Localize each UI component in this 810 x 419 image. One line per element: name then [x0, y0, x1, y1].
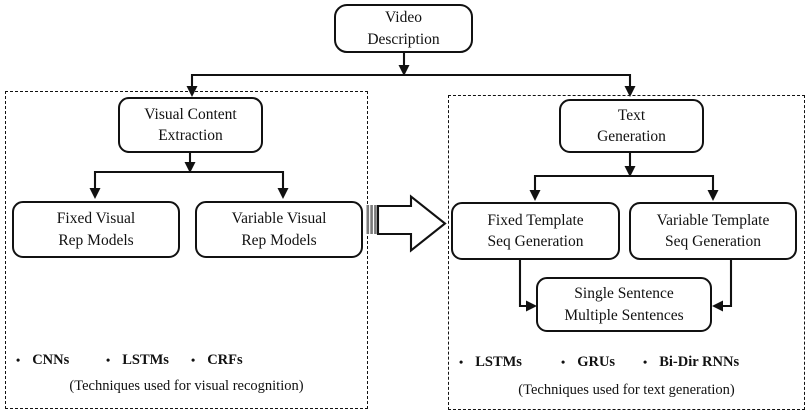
arrowhead-variable-template	[707, 190, 719, 201]
node-label-line: Generation	[597, 128, 666, 145]
panel-visual-content-extraction: • CNNs • LSTMs • CRFs (Techniques used f…	[5, 91, 368, 409]
arrowhead-fixed-template	[529, 190, 541, 201]
node-label-line: Fixed Template	[487, 211, 584, 229]
arrowhead-variable-visual	[277, 188, 289, 199]
arrowhead-vce-split	[184, 162, 196, 173]
node-label-line: Video	[385, 9, 422, 27]
node-label-line: Rep Models	[241, 231, 317, 249]
node-label-line: Variable Template	[656, 211, 770, 229]
bullet-icon: •	[459, 355, 464, 369]
technique-item-crfs: • CRFs	[191, 352, 243, 369]
node-label-line: Visual Content	[144, 105, 237, 123]
technique-item-cnns: • CNNs	[16, 352, 69, 369]
arrowhead-left-panel	[186, 86, 198, 97]
node-label-line: Extraction	[158, 127, 223, 144]
arrowhead-fixed-visual	[89, 188, 101, 199]
technique-item-grus: • GRUs	[561, 354, 615, 371]
bullet-icon: •	[16, 353, 21, 367]
node-visual-content-extraction: Visual Content Extraction	[118, 97, 263, 153]
node-variable-template-seq-generation: Variable Template Seq Generation	[629, 202, 797, 260]
panel-text-generation: • LSTMs • GRUs • Bi-Dir RNNs (Techniques…	[448, 95, 805, 410]
arrowheads	[89, 65, 723, 312]
technique-item-lstms: • LSTMs	[106, 352, 169, 369]
technique-label: GRUs	[577, 354, 616, 370]
right-panel-caption: (Techniques used for text generation)	[518, 382, 735, 398]
node-label-line: Description	[367, 30, 440, 48]
technique-item-bidir-rnns: • Bi-Dir RNNs	[643, 354, 739, 371]
node-video-description: Video Description	[334, 4, 473, 53]
bullet-icon: •	[561, 355, 566, 369]
bullet-icon: •	[191, 353, 196, 367]
technique-label: Bi-Dir RNNs	[659, 354, 740, 370]
technique-label: LSTMs	[475, 354, 522, 370]
arrowhead-video-down	[398, 65, 410, 76]
bullet-icon: •	[643, 355, 648, 369]
bullet-icon: •	[106, 353, 111, 367]
node-label-line: Single Sentence	[574, 285, 674, 303]
technique-label: LSTMs	[122, 352, 169, 368]
edge-variable-template-to-merge	[722, 259, 733, 308]
node-label-line: Fixed Visual	[56, 210, 136, 228]
node-label-line: Multiple Sentences	[564, 306, 684, 324]
arrowhead-merge-right	[712, 300, 723, 312]
node-fixed-template-seq-generation: Fixed Template Seq Generation	[451, 202, 620, 260]
node-single-sentence-multiple-sentences: Single Sentence Multiple Sentences	[536, 277, 712, 332]
node-label-line: Seq Generation	[665, 233, 761, 250]
striped-transition-arrow-icon	[366, 194, 447, 253]
arrowhead-textgen-split	[624, 166, 636, 177]
technique-label: CNNs	[32, 352, 70, 368]
node-label-line: Rep Models	[58, 231, 134, 249]
node-variable-visual-rep-models: Variable Visual Rep Models	[195, 201, 363, 258]
node-text-generation: Text Generation	[559, 99, 704, 153]
node-label-line: Text	[617, 106, 646, 124]
node-label-line: Seq Generation	[487, 233, 584, 250]
left-panel-caption: (Techniques used for visual recognition)	[69, 378, 304, 394]
arrowhead-merge-left	[526, 300, 537, 312]
technique-label: CRFs	[207, 352, 243, 368]
node-label-line: Variable Visual	[231, 210, 327, 228]
edge-fixed-template-to-merge	[518, 259, 527, 308]
arrowhead-right-panel	[624, 86, 636, 97]
node-fixed-visual-rep-models: Fixed Visual Rep Models	[12, 201, 180, 258]
technique-item-lstms: • LSTMs	[459, 354, 522, 371]
